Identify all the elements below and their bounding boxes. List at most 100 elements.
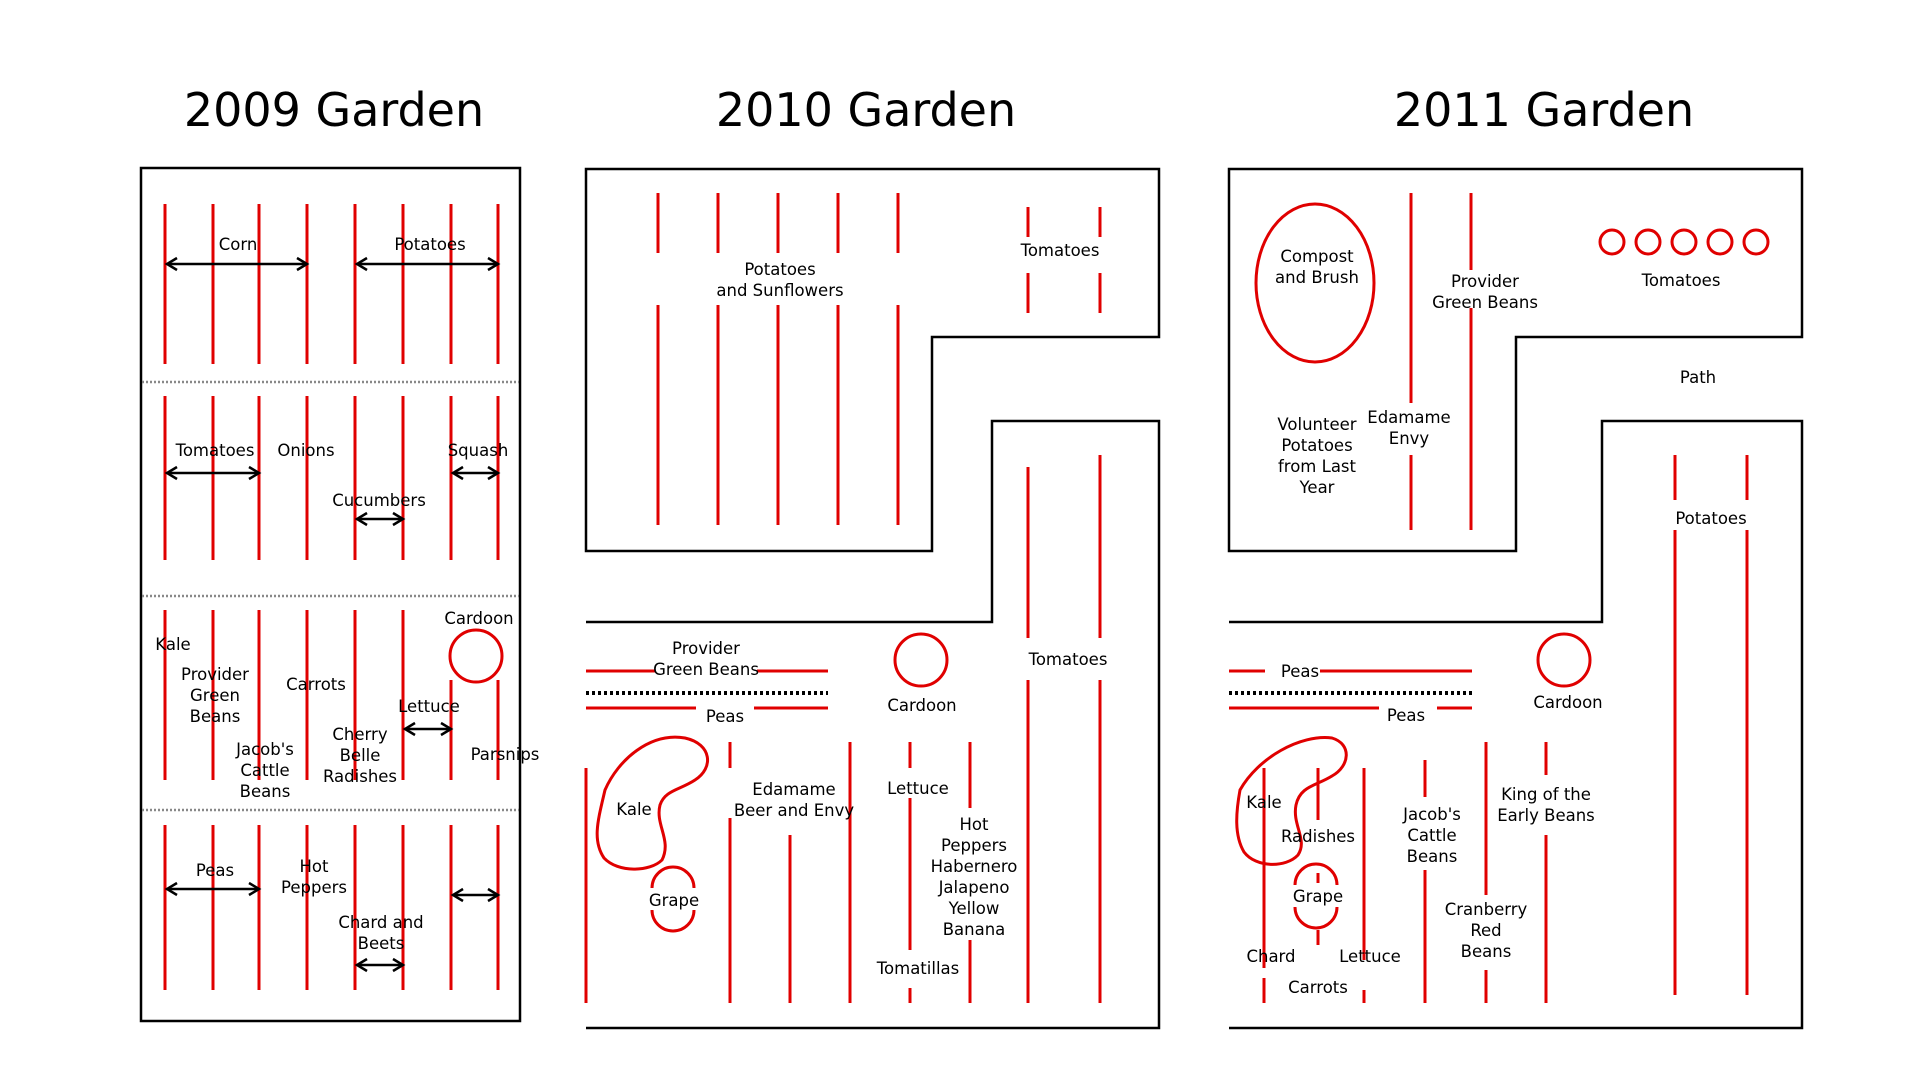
plant-label-line: Cardoon xyxy=(444,609,513,628)
plant-label-line: Cattle xyxy=(1407,826,1456,845)
plant-label-line: Banana xyxy=(943,920,1006,939)
garden-2011-bed-outline-lower xyxy=(1229,419,1804,1030)
cardoon-plant xyxy=(1536,632,1592,688)
plant-label: Peas xyxy=(196,861,234,880)
plant-label: Tomatoes xyxy=(1020,241,1100,260)
plant-label: Cucumbers xyxy=(332,491,426,510)
plant-label-line: Cucumbers xyxy=(332,491,426,510)
plant-label-line: Jacob's xyxy=(1402,805,1461,824)
span-arrows xyxy=(164,256,501,973)
plant-label-line: Carrots xyxy=(1288,978,1348,997)
plant-label: Carrots xyxy=(286,675,346,694)
plant-label-line: Green xyxy=(190,686,240,705)
plant-label-line: Beets xyxy=(358,934,405,953)
plant-label-line: Jalapeno xyxy=(938,878,1010,897)
grape-arc-top xyxy=(1293,862,1339,886)
plant-label-line: Peas xyxy=(196,861,234,880)
plant-label: Radishes xyxy=(1281,827,1355,846)
cardoon-plant xyxy=(893,632,949,688)
plant-label-line: Green Beans xyxy=(1432,293,1538,312)
plant-label-line: from Last xyxy=(1278,457,1357,476)
plant-label-line: Edamame xyxy=(1367,408,1450,427)
garden-2011: 2011 Garden xyxy=(1227,83,1804,1030)
plant-label-line: Habernero xyxy=(931,857,1018,876)
plant-label: Peas xyxy=(1387,706,1425,725)
plant-label-line: Parsnips xyxy=(471,745,540,764)
plant-label: Corn xyxy=(219,235,258,254)
plant-label-line: Peas xyxy=(706,707,744,726)
plant-label: Lettuce xyxy=(887,779,949,798)
garden-2010-bed-outline xyxy=(584,167,1161,553)
plant-label-line: Potatoes xyxy=(394,235,465,254)
grape-arc-bottom xyxy=(650,909,696,933)
garden-2009-bed-outline xyxy=(139,166,522,1023)
plant-label: Lettuce xyxy=(1339,947,1401,966)
garden-2009: 2009 Garden xyxy=(139,83,522,1023)
plant-label: Kale xyxy=(616,800,651,819)
plant-label-line: Beans xyxy=(1461,942,1512,961)
planting-rows xyxy=(584,193,1102,1003)
plant-label-line: Radishes xyxy=(323,767,397,786)
cardoon-plant xyxy=(448,628,504,684)
plant-label: Path xyxy=(1680,368,1716,387)
kale-bed xyxy=(595,735,710,871)
tomato-plants xyxy=(1598,228,1770,256)
plant-label-line: Cardoon xyxy=(887,696,956,715)
plant-label-line: Tomatoes xyxy=(1020,241,1100,260)
plant-label-line: Grape xyxy=(1293,887,1343,906)
plant-label-line: Potatoes xyxy=(1281,436,1352,455)
plant-label-line: Peas xyxy=(1281,662,1319,681)
plant-label-line: Potatoes xyxy=(744,260,815,279)
plant-label-line: Provider xyxy=(672,639,740,658)
plant-label-line: Cherry xyxy=(332,725,387,744)
plant-label: Onions xyxy=(277,441,334,460)
plant-label: Grape xyxy=(1293,887,1343,906)
plant-label-line: Belle xyxy=(340,746,381,765)
garden-2011-title: 2011 Garden xyxy=(1394,83,1694,137)
plant-label-line: Lettuce xyxy=(1339,947,1401,966)
plant-label-line: Kale xyxy=(1246,793,1281,812)
plant-label-line: Cattle xyxy=(240,761,289,780)
compost-pile xyxy=(1254,202,1376,364)
garden-2010-title: 2010 Garden xyxy=(716,83,1016,137)
garden-2009-title: 2009 Garden xyxy=(184,83,484,137)
plant-label: Peas xyxy=(706,707,744,726)
plant-label-line: Corn xyxy=(219,235,258,254)
plant-label: Cardoon xyxy=(1533,693,1602,712)
garden-2011-bed-outline xyxy=(1227,167,1804,553)
plant-label-line: Beans xyxy=(240,782,291,801)
plant-label-line: Hot xyxy=(960,815,990,834)
plant-label-line: Chard and xyxy=(338,913,423,932)
plant-label-line: Cardoon xyxy=(1533,693,1602,712)
plant-label-line: Yellow xyxy=(948,899,1000,918)
plant-label-line: Green Beans xyxy=(653,660,759,679)
plant-label-line: Beans xyxy=(1407,847,1458,866)
section-dividers xyxy=(142,380,519,812)
plant-label-line: Squash xyxy=(448,441,509,460)
plant-label: Tomatillas xyxy=(876,959,959,978)
plant-label: Kale xyxy=(155,635,190,654)
plant-label: Tomatoes xyxy=(1641,271,1721,290)
plant-label-line: Cranberry xyxy=(1445,900,1528,919)
plant-label-line: King of the xyxy=(1501,785,1591,804)
plant-label-line: Year xyxy=(1299,478,1335,497)
plant-label-line: Peppers xyxy=(281,878,347,897)
plant-label-line: Tomatoes xyxy=(1641,271,1721,290)
grape-arc-top xyxy=(650,865,696,889)
plant-label-line: and Brush xyxy=(1275,268,1359,287)
grape-arc-bottom xyxy=(1293,906,1339,930)
plant-label: Grape xyxy=(649,891,699,910)
plant-label-line: Envy xyxy=(1389,429,1430,448)
plant-label-line: Peas xyxy=(1387,706,1425,725)
